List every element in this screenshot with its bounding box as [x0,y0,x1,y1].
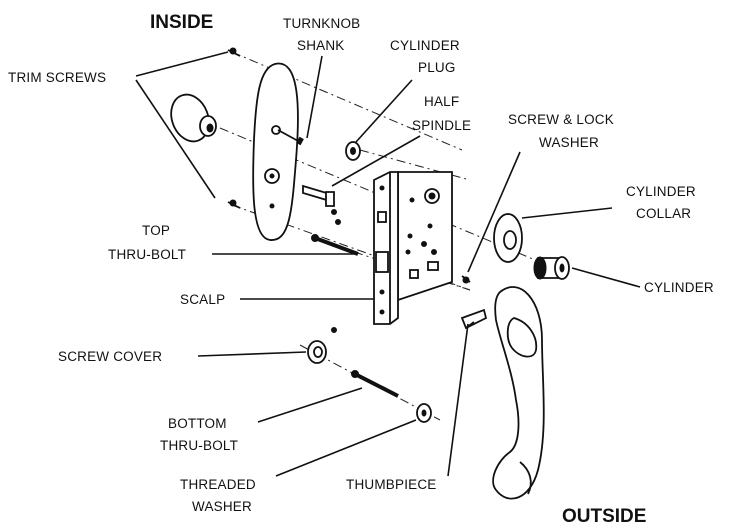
label-screw-cover: SCREW COVER [58,349,162,364]
label-cylinder: CYLINDER [644,280,714,295]
label-top-thru-bolt: THRU-BOLT [108,247,186,262]
threaded-washer [416,403,432,423]
leader-lines [135,51,641,477]
bottom-thru-bolt [351,370,399,398]
outside-handle [492,286,545,500]
half-spindle [302,184,335,207]
label-screw-lock: SCREW & LOCK [508,112,614,127]
cylinder-plug [345,141,361,161]
label-thumbpiece: THUMBPIECE [346,477,437,492]
label-half: HALF [424,94,459,109]
label-cylinder-collar-line1: CYLINDER [626,184,696,199]
cylinder-collar [493,213,523,263]
label-cylinder-collar-line2: COLLAR [636,206,691,221]
small-screw [335,219,341,225]
inside-knob [170,93,217,143]
small-screw [331,327,337,333]
label-bottom: BOTTOM [168,416,227,431]
cylinder [533,256,570,280]
label-cylinder-plug-line2: PLUG [418,60,456,75]
label-turnknob: TURNKNOB [283,16,360,31]
inside-trim-plate [252,62,299,241]
label-trim-screws: TRIM SCREWS [8,70,106,85]
label-cylinder-plug-line1: CYLINDER [390,38,460,53]
screw-cover [307,340,327,364]
top-thru-bolt [311,234,359,256]
label-threaded-washer: WASHER [192,499,252,514]
label-top: TOP [142,223,170,238]
label-scalp: SCALP [180,292,225,307]
label-bottom-thru-bolt: THRU-BOLT [160,438,238,453]
label-shank: SHANK [297,38,345,53]
small-screw [331,209,337,215]
turnknob-shank [277,129,304,146]
inside-heading: INSIDE [150,12,213,33]
thumbpiece [460,308,488,330]
label-washer: WASHER [539,135,599,150]
screw-and-lock-washer [461,275,471,284]
label-threaded: THREADED [180,477,256,492]
outside-heading: OUTSIDE [562,506,646,527]
label-spindle: SPINDLE [412,118,471,133]
trim-screw-bottom [227,199,241,209]
scalp [373,171,399,325]
trim-screw-top [227,47,241,57]
